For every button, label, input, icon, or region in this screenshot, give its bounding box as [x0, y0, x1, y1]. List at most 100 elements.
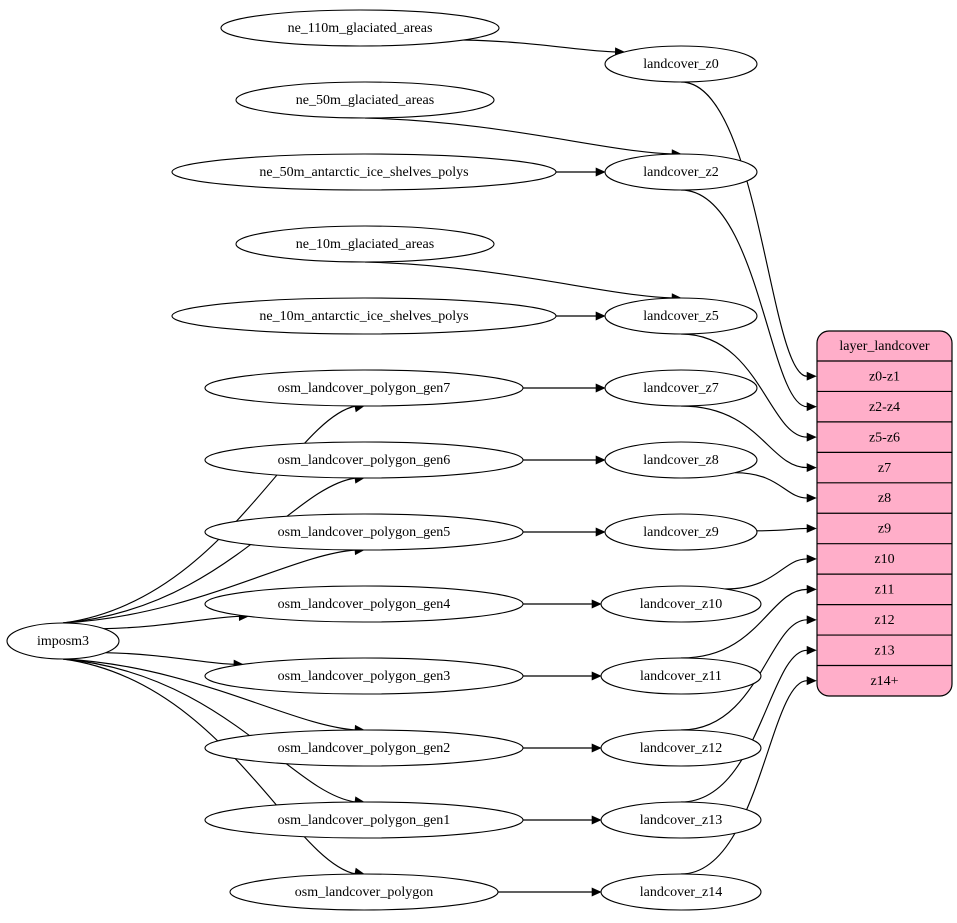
node-shape	[604, 153, 758, 191]
source-node-osm_landcover_polygon_gen6[interactable]: osm_landcover_polygon_gen6	[204, 441, 524, 479]
table-layer_landcover[interactable]: layer_landcover z0-z1 z2-z4 z5-z6 z7 z8 z9 z10 z…	[816, 330, 953, 697]
edge-osm_landcover_polygon-to-landcover_z14	[498, 887, 602, 897]
edge-line	[62, 405, 356, 624]
node-label: landcover_z13	[640, 813, 722, 828]
table-row-z12[interactable]: z12	[874, 613, 894, 628]
edge-osm_landcover_polygon_gen4-to-landcover_z10	[523, 599, 602, 609]
edge-landcover_z0-to-row-z0-z1	[680, 81, 817, 381]
source-node-osm_landcover_polygon_gen1[interactable]: osm_landcover_polygon_gen1	[204, 801, 524, 839]
edge-arrowhead	[806, 402, 817, 412]
table-row-z13[interactable]: z13	[874, 643, 894, 658]
source-node-ne_50m_glaciated_areas[interactable]: ne_50m_glaciated_areas	[235, 81, 495, 119]
edge-line	[364, 117, 673, 155]
edge-line	[734, 472, 808, 499]
source-node-osm_landcover_polygon_gen7[interactable]: osm_landcover_polygon_gen7	[204, 369, 524, 407]
source-node-osm_landcover_polygon_gen4[interactable]: osm_landcover_polygon_gen4	[204, 585, 524, 623]
table-row-z2-z4[interactable]: z2-z4	[869, 400, 900, 415]
source-node-ne_50m_antarctic_ice_shelves_polys[interactable]: ne_50m_antarctic_ice_shelves_polys	[171, 153, 557, 191]
node-label: imposm3	[37, 634, 89, 649]
edge-osm_landcover_polygon_gen6-to-landcover_z8	[523, 455, 606, 465]
layer-node-landcover_z10[interactable]: landcover_z10	[600, 585, 762, 623]
node-shape	[600, 657, 762, 695]
node-label: osm_landcover_polygon_gen3	[278, 669, 451, 684]
edge-line	[680, 405, 808, 469]
table-row-z14+[interactable]: z14+	[870, 674, 898, 689]
node-shape	[600, 585, 762, 623]
node-label: ne_50m_antarctic_ice_shelves_polys	[259, 165, 468, 180]
node-label: landcover_z0	[643, 57, 718, 72]
node-shape	[171, 153, 557, 191]
edge-arrowhead	[595, 455, 606, 465]
node-label: osm_landcover_polygon_gen7	[278, 381, 451, 396]
edge-arrowhead	[595, 383, 606, 393]
node-shape	[600, 729, 762, 767]
layer-node-landcover_z7[interactable]: landcover_z7	[604, 369, 758, 407]
layer-node-landcover_z2[interactable]: landcover_z2	[604, 153, 758, 191]
edge-line	[62, 658, 356, 803]
node-label: landcover_z10	[640, 597, 722, 612]
layer-node-landcover_z11[interactable]: landcover_z11	[600, 657, 762, 695]
edge-line	[680, 680, 808, 875]
edge-line	[680, 649, 808, 803]
edge-ne_10m_antarctic_ice_shelves_polys-to-landcover_z5	[556, 311, 606, 321]
layer-node-landcover_z0[interactable]: landcover_z0	[604, 45, 758, 83]
node-label: osm_landcover_polygon	[295, 885, 433, 900]
node-label: ne_10m_glaciated_areas	[296, 237, 434, 252]
edge-line	[680, 81, 808, 377]
node-shape	[235, 81, 495, 119]
layer-node-landcover_z9[interactable]: landcover_z9	[604, 513, 758, 551]
edge-landcover_z9-to-row-z9	[756, 524, 817, 533]
node-shape	[204, 801, 524, 839]
table-row-z0-z1[interactable]: z0-z1	[869, 369, 900, 384]
edge-line	[62, 549, 356, 624]
node-shape	[235, 225, 495, 263]
table-row-z8[interactable]: z8	[878, 491, 891, 506]
edge-line	[680, 588, 808, 659]
table-row-z9[interactable]: z9	[878, 522, 891, 537]
edge-arrowhead	[591, 671, 602, 681]
table-title: layer_landcover	[839, 339, 930, 354]
layer-node-landcover_z12[interactable]: landcover_z12	[600, 729, 762, 767]
edge-landcover_z5-to-row-z5-z6	[680, 333, 817, 442]
node-shape	[204, 657, 524, 695]
edge-arrowhead	[806, 554, 817, 564]
edge-arrowhead	[806, 584, 817, 594]
table-row-z11[interactable]: z11	[875, 583, 895, 598]
source-node-ne_10m_glaciated_areas[interactable]: ne_10m_glaciated_areas	[235, 225, 495, 263]
edge-line	[680, 333, 808, 438]
node-shape	[600, 873, 762, 911]
edge-landcover_z2-to-row-z2-z4	[680, 189, 817, 412]
table-row-z10[interactable]: z10	[874, 552, 894, 567]
edge-arrowhead	[591, 743, 602, 753]
edge-line	[103, 615, 240, 630]
layer-node-landcover_z8[interactable]: landcover_z8	[604, 441, 758, 479]
edge-arrowhead	[806, 645, 817, 655]
edge-line	[756, 527, 808, 532]
edge-line	[725, 558, 808, 590]
table-row-z5-z6[interactable]: z5-z6	[869, 430, 900, 445]
root-node-imposm3[interactable]: imposm3	[6, 622, 120, 660]
edge-arrowhead	[595, 311, 606, 321]
source-node-ne_110m_glaciated_areas[interactable]: ne_110m_glaciated_areas	[220, 9, 500, 47]
edge-landcover_z13-to-row-z13	[680, 645, 817, 803]
edge-osm_landcover_polygon_gen7-to-landcover_z7	[523, 383, 606, 393]
source-node-osm_landcover_polygon_gen2[interactable]: osm_landcover_polygon_gen2	[204, 729, 524, 767]
node-label: landcover_z11	[640, 669, 722, 684]
node-shape	[220, 9, 500, 47]
source-node-ne_10m_antarctic_ice_shelves_polys[interactable]: ne_10m_antarctic_ice_shelves_polys	[171, 297, 557, 335]
node-shape	[6, 622, 120, 660]
node-label: osm_landcover_polygon_gen6	[278, 453, 451, 468]
layer-node-landcover_z13[interactable]: landcover_z13	[600, 801, 762, 839]
source-node-osm_landcover_polygon_gen3[interactable]: osm_landcover_polygon_gen3	[204, 657, 524, 695]
edge-line	[105, 652, 235, 665]
edge-osm_landcover_polygon_gen3-to-landcover_z11	[523, 671, 602, 681]
node-label: landcover_z12	[640, 741, 722, 756]
layer-node-landcover_z5[interactable]: landcover_z5	[604, 297, 758, 335]
table-row-z7[interactable]: z7	[878, 461, 891, 476]
source-node-osm_landcover_polygon[interactable]: osm_landcover_polygon	[229, 873, 499, 911]
node-label: osm_landcover_polygon_gen2	[278, 741, 451, 756]
source-node-osm_landcover_polygon_gen5[interactable]: osm_landcover_polygon_gen5	[204, 513, 524, 551]
layer-node-landcover_z14[interactable]: landcover_z14	[600, 873, 762, 911]
